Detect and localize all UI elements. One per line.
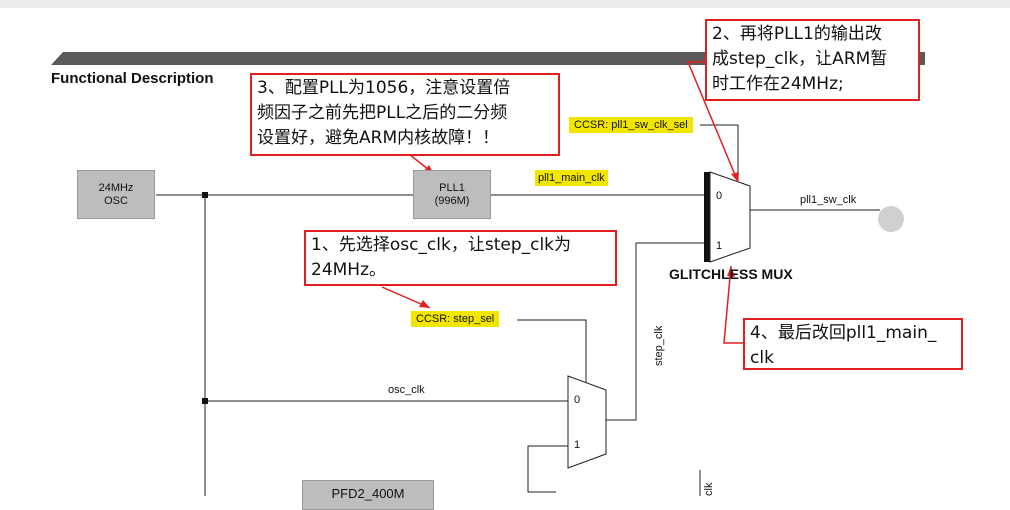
pll1-sw-clk-label: pll1_sw_clk xyxy=(800,194,857,206)
signal-wires xyxy=(156,124,880,496)
glitchless-mux-body xyxy=(709,171,751,263)
osc-clk-label: osc_clk xyxy=(388,384,425,396)
junction-dot-bottom xyxy=(202,398,208,404)
glitchless-mux-bar xyxy=(704,172,710,262)
pll1-block: PLL1 (996M) xyxy=(413,170,491,219)
arrow-a4 xyxy=(723,265,744,344)
clk-label: clk xyxy=(703,482,715,496)
glitchless-mux-input-1: 1 xyxy=(716,240,723,252)
annotation-step-4: 4、最后改回pll1_main_ clk xyxy=(743,318,963,370)
annotation-step-1: 1、先选择osc_clk，让step_clk为 24MHz。 xyxy=(304,230,617,286)
top-toolbar-strip xyxy=(0,0,1010,8)
ccsr-pll1-sw-clk-sel-label: CCSR: pll1_sw_clk_sel xyxy=(569,117,693,133)
step-mux-input-1: 1 xyxy=(574,439,581,451)
pll1-main-clk-label: pll1_main_clk xyxy=(535,170,608,186)
wire-pfd-to-mux xyxy=(527,445,568,493)
step-mux-body xyxy=(567,375,607,469)
glitchless-mux-input-0: 0 xyxy=(716,190,723,202)
step-clk-label: step_clk xyxy=(653,325,665,366)
annotation-step-2: 2、再将PLL1的输出改 成step_clk，让ARM暂 时工作在24MHz; xyxy=(705,19,920,101)
junction-dot-top xyxy=(202,192,208,198)
pfd2-block: PFD2_400M xyxy=(302,480,434,510)
output-terminal xyxy=(878,206,904,232)
annotation-step-3: 3、配置PLL为1056，注意设置倍 频因子之前先把PLL之后的二分频 设置好，… xyxy=(250,73,560,156)
wire-step-clk xyxy=(606,242,704,421)
osc-block: 24MHz OSC xyxy=(77,170,155,219)
glitchless-mux-label: GLITCHLESS MUX xyxy=(669,266,793,282)
step-mux-input-0: 0 xyxy=(574,394,581,406)
arrow-a2 xyxy=(686,61,739,183)
ccsr-step-sel-label: CCSR: step_sel xyxy=(411,311,500,327)
wire-ccsr-step-sel xyxy=(517,319,587,384)
wire-ccsr-sw-sel xyxy=(700,124,739,186)
page-title: Functional Description xyxy=(51,70,214,87)
